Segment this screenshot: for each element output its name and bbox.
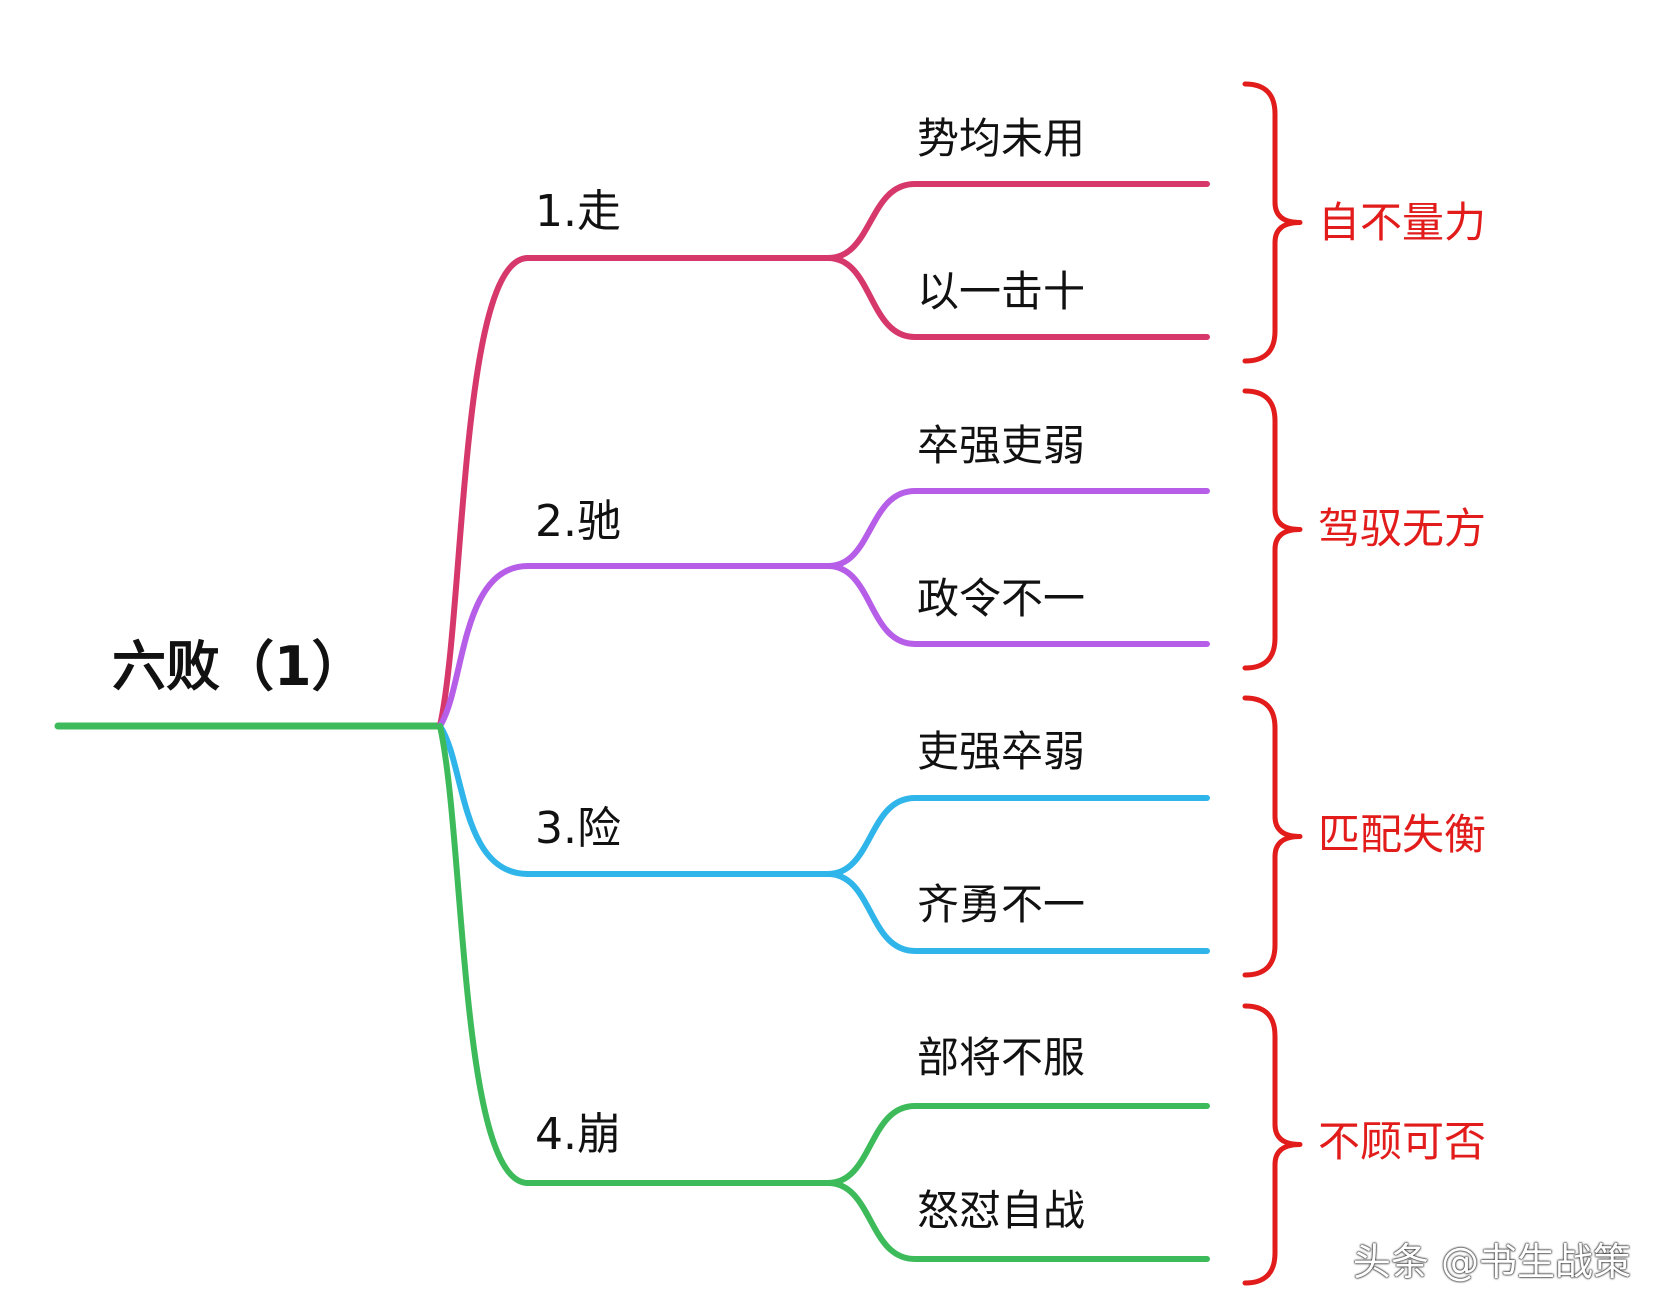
leaf-1-1: 势均未用 [917,114,1086,163]
leaf-1-1-edge [825,181,1210,261]
summary-2: 驾驭无方 [1318,504,1487,553]
branch-3-edge [437,723,831,877]
branch-1-edge [437,255,831,729]
branch-4-edge [437,723,831,1186]
leaf-4-1: 部将不服 [917,1033,1086,1082]
branch-1-label: 1.走 [535,186,621,237]
brace-1 [1242,81,1303,364]
brace-2 [1242,388,1303,671]
leaf-4-1-edge [825,1103,1210,1186]
branch-2-edge [437,563,831,729]
summary-4: 不顾可否 [1318,1117,1487,1166]
leaf-4-2: 怒怼自战 [917,1186,1086,1235]
leaf-1-2-edge [825,255,1210,340]
leaf-3-2-edge [825,871,1210,954]
leaf-2-1: 卒强吏弱 [917,421,1086,470]
brace-4 [1242,1003,1303,1286]
leaf-2-1-edge [825,488,1210,569]
mind-map-edges [54,181,1210,1262]
root-topic: 六败（1） [112,635,366,698]
branch-2-label: 2.驰 [535,496,621,547]
leaf-2-2: 政令不一 [917,574,1086,623]
branch-4-label: 4.崩 [535,1109,621,1160]
branch-3-label: 3.险 [535,803,621,854]
leaf-4-2-edge [825,1180,1210,1262]
leaf-3-2: 齐勇不一 [917,880,1086,929]
summary-braces [1242,81,1303,1286]
summary-1: 自不量力 [1318,198,1487,247]
brace-3 [1242,695,1303,978]
summary-3: 匹配失衡 [1318,810,1487,859]
watermark: 头条 @书生战策 [1352,1240,1631,1284]
leaf-3-1: 吏强卒弱 [917,727,1086,776]
leaf-2-2-edge [825,563,1210,647]
leaf-3-1-edge [825,795,1210,877]
leaf-1-2: 以一击十 [917,267,1086,316]
